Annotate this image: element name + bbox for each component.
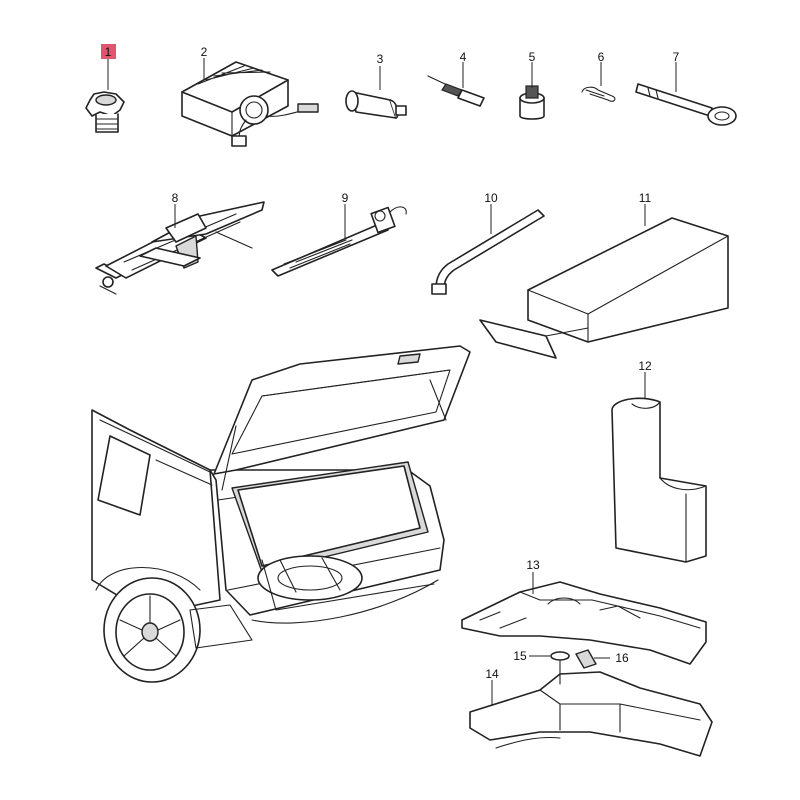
- vehicle-rear-view: [91, 345, 471, 683]
- callout-5[interactable]: 5: [529, 50, 536, 64]
- part-3-sealant-bottle: [345, 90, 407, 119]
- part-12-foam-insert: [611, 397, 707, 563]
- callout-6[interactable]: 6: [598, 50, 605, 64]
- callout-4[interactable]: 4: [460, 50, 467, 64]
- part-5-socket-cap: [519, 85, 545, 120]
- callout-3[interactable]: 3: [377, 52, 384, 66]
- part-16-holder: [575, 649, 597, 669]
- part-15-plug: [550, 651, 570, 685]
- part-2-compressor: [181, 61, 319, 147]
- part-4-valve-tool: [427, 75, 485, 107]
- part-8-scissor-jack: [95, 201, 265, 295]
- part-10-crank-bar: [431, 209, 545, 295]
- part-13-tool-tray: [461, 581, 707, 665]
- callout-2[interactable]: 2: [201, 45, 208, 59]
- part-6-clip: [581, 86, 616, 102]
- callout-labels: 1 2 3 4 5 6 7 8 9 10 11 12 13 14 15 16: [101, 44, 680, 681]
- callout-14[interactable]: 14: [485, 667, 499, 681]
- callout-1-highlight: [101, 44, 116, 59]
- part-9-wheel-brace: [271, 206, 407, 277]
- callout-12[interactable]: 12: [638, 359, 652, 373]
- part-11-storage-box: [479, 217, 729, 359]
- callout-10[interactable]: 10: [484, 191, 498, 205]
- callout-13[interactable]: 13: [526, 558, 540, 572]
- part-7-towing-eye: [635, 83, 737, 126]
- callout-8[interactable]: 8: [172, 191, 179, 205]
- callout-11[interactable]: 11: [639, 191, 652, 205]
- callout-7[interactable]: 7: [673, 50, 680, 64]
- callout-9[interactable]: 9: [342, 191, 349, 205]
- callout-15[interactable]: 15: [513, 649, 527, 663]
- part-14-base-tray: [469, 671, 713, 757]
- callout-leaders: [107, 58, 677, 706]
- part-1-wing-bolt: [85, 91, 125, 133]
- callout-1[interactable]: 1: [105, 45, 112, 59]
- callout-16[interactable]: 16: [615, 651, 629, 665]
